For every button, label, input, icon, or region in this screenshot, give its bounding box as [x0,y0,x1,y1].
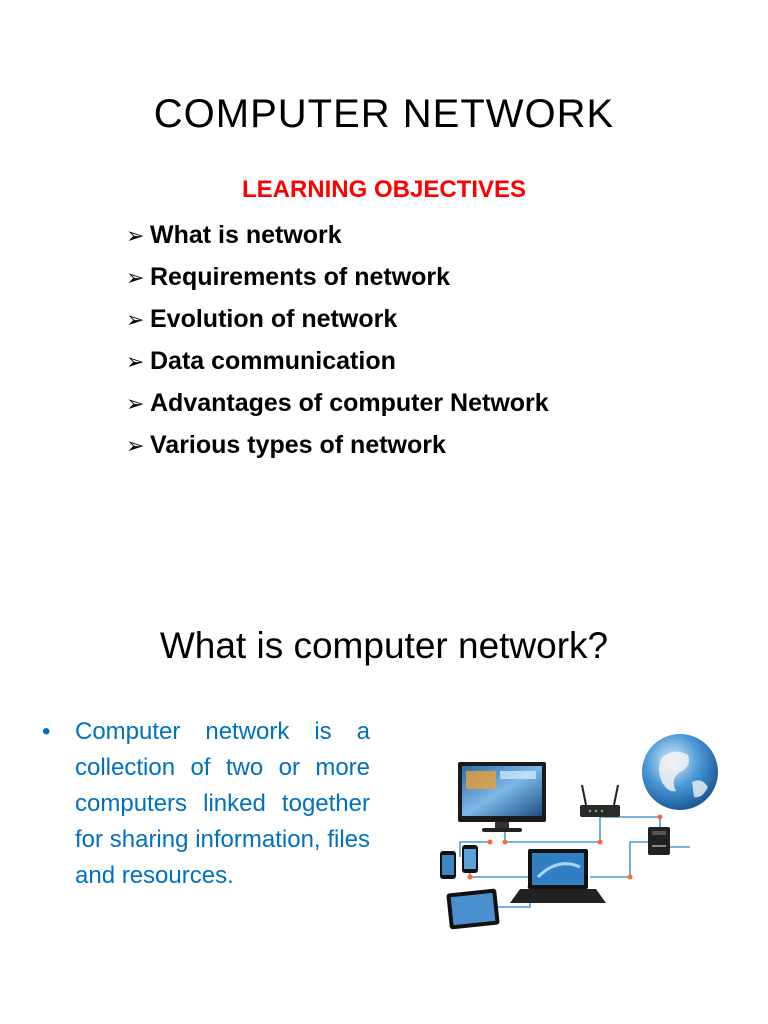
arrow-bullet-icon: ➢ [126,433,145,458]
monitor-icon [458,762,546,832]
objective-text: Various types of network [150,431,446,459]
printer-icon [648,827,670,855]
phone-icon [440,845,478,879]
arrow-bullet-icon: ➢ [126,349,145,374]
definition-text: Computer network is a collection of two … [75,718,370,889]
objective-item: ➢Various types of network [126,428,549,470]
arrow-bullet-icon: ➢ [126,391,145,416]
router-icon [580,784,620,817]
objective-item: ➢Data communication [126,344,549,386]
arrow-bullet-icon: ➢ [126,265,145,290]
slide-2-title: What is computer network? [159,625,609,666]
learning-objectives-heading: LEARNING OBJECTIVES [241,176,527,203]
objective-item: ➢Requirements of network [126,260,549,302]
network-illustration [440,734,718,930]
objective-text: What is network [150,221,342,249]
bullet-dot-icon: • [42,718,51,745]
tablet-icon [446,888,500,930]
laptop-icon [510,849,606,903]
objective-item: ➢What is network [126,218,549,260]
objective-item: ➢Evolution of network [126,302,549,344]
objective-text: Evolution of network [150,305,398,333]
slide-1: COMPUTER NETWORK LEARNING OBJECTIVES ➢Wh… [126,92,615,470]
definition-bullet: • Computer network is a collection of tw… [42,714,372,894]
slide-2: What is computer network? • Computer net… [0,512,768,1024]
arrow-bullet-icon: ➢ [126,307,145,332]
objective-item: ➢Advantages of computer Network [126,386,549,428]
objective-text: Requirements of network [150,263,451,291]
objectives-list: ➢What is network ➢Requirements of networ… [126,218,549,470]
objective-text: Advantages of computer Network [150,389,549,417]
globe-icon [642,734,718,810]
slide-1-title: COMPUTER NETWORK [153,92,615,136]
objective-text: Data communication [150,347,396,375]
arrow-bullet-icon: ➢ [126,223,145,248]
